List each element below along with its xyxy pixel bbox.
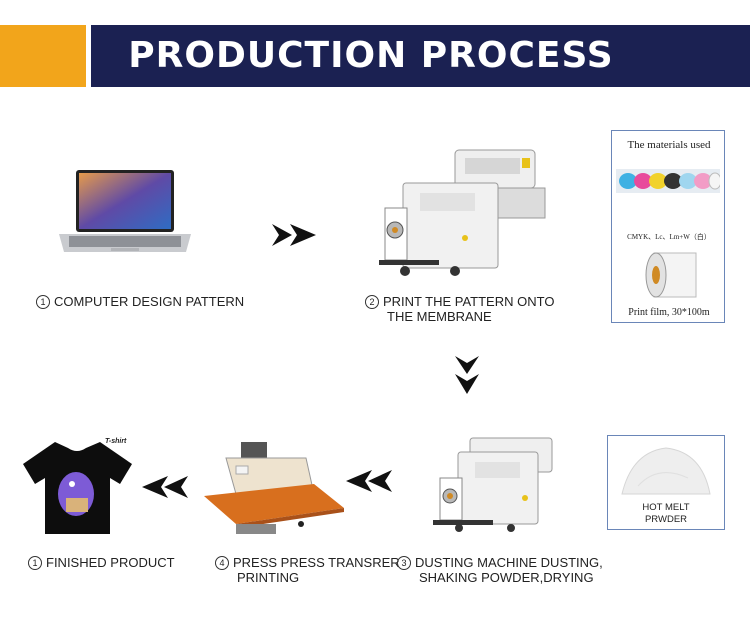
ink-bottles-image xyxy=(616,169,720,193)
film-roll-image xyxy=(645,252,697,298)
header-accent-block xyxy=(0,25,86,87)
page-title: PRODUCTION PROCESS xyxy=(128,35,614,76)
hot-melt-powder-panel: HOT MELT PRWDER xyxy=(607,435,725,530)
powder-pile-image xyxy=(621,447,711,495)
powder-label: HOT MELT PRWDER xyxy=(642,502,690,525)
arrow-left-icon xyxy=(346,470,392,492)
heat-press-image xyxy=(204,442,344,534)
tshirt-brand-text: T-shirt xyxy=(105,438,127,445)
powder-shaker-image xyxy=(433,437,553,532)
header-banner xyxy=(91,25,750,87)
film-spec-text: Print film, 30*100m xyxy=(628,307,710,318)
arrow-right-icon xyxy=(272,224,316,246)
laptop-image xyxy=(59,170,191,252)
arrow-left-icon xyxy=(142,476,188,498)
dtf-printer-image xyxy=(379,149,546,276)
tshirt-image xyxy=(23,442,132,534)
ink-colors-text: CMYK、Lc、Lm+W（白） xyxy=(627,233,711,241)
materials-panel: The materials used CMYK、Lc、Lm+W（白） Print… xyxy=(611,130,725,323)
arrow-down-icon xyxy=(455,356,479,394)
materials-title: The materials used xyxy=(627,139,711,151)
